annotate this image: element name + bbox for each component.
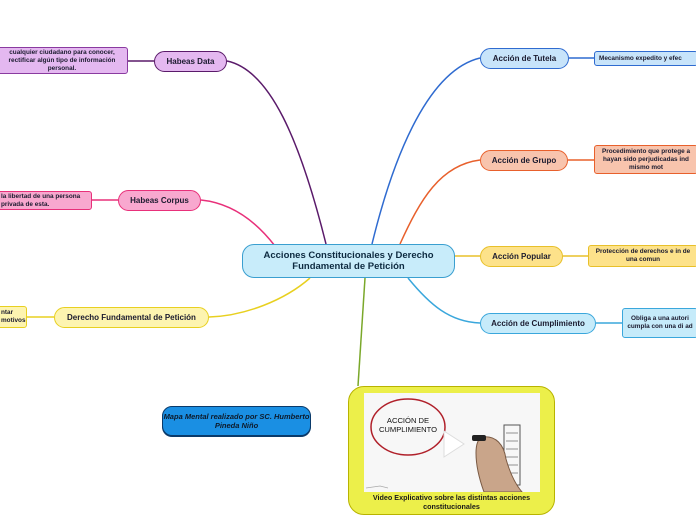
video-caption: Video Explicativo sobre las distintas ac… [372, 493, 531, 511]
detail-text: Mecanismo expedito y efec [599, 54, 682, 62]
detail-habeas-corpus[interactable]: la libertad de una persona privada de es… [0, 191, 92, 210]
hand-illustration [475, 436, 523, 492]
branch-accion-popular[interactable]: Acción Popular [480, 246, 563, 267]
detail-accion-grupo[interactable]: Procedimiento que protege a hayan sido p… [594, 145, 696, 174]
central-topic-label: Acciones Constitucionales y Derecho Fund… [263, 250, 434, 272]
detail-habeas-data[interactable]: cualquier ciudadano para conocer, rectif… [0, 47, 128, 74]
author-note-text: Mapa Mental realizado por SC. Humberto P… [163, 412, 310, 430]
link-central-habeas-corpus [200, 199, 276, 247]
detail-text: Protección de derechos e in de una comun [595, 248, 691, 263]
detail-text: Procedimiento que protege a hayan sido p… [601, 147, 691, 171]
branch-label: Acción de Cumplimiento [491, 319, 585, 328]
branch-accion-grupo[interactable]: Acción de Grupo [480, 150, 568, 171]
detail-accion-cumplimiento[interactable]: Obliga a una autori cumpla con una di ad [622, 308, 696, 338]
video-frame-title: ACCIÓN DE CUMPLIMIENTO [378, 416, 438, 434]
detail-text: la libertad de una persona privada de es… [1, 192, 81, 208]
link-central-cumplimiento [407, 277, 481, 324]
branch-label: Acción Popular [492, 252, 551, 261]
branch-accion-cumplimiento[interactable]: Acción de Cumplimiento [480, 313, 596, 334]
video-thumbnail[interactable]: ACCIÓN DE CUMPLIMIENTO [364, 393, 540, 492]
video-drawing [365, 398, 523, 492]
branch-habeas-corpus[interactable]: Habeas Corpus [118, 190, 201, 211]
link-central-grupo [399, 159, 481, 245]
detail-accion-popular[interactable]: Protección de derechos e in de una comun [588, 245, 696, 267]
video-node[interactable]: ACCIÓN DE CUMPLIMIENTO Video Explicativo… [348, 386, 555, 515]
detail-text: ntar motivos [1, 309, 26, 324]
branch-label: Habeas Corpus [130, 196, 189, 205]
branch-label: Acción de Tutela [492, 54, 557, 63]
detail-text: Obliga a una autori cumpla con una di ad [627, 315, 693, 330]
branch-derecho-peticion[interactable]: Derecho Fundamental de Petición [54, 307, 209, 328]
link-central-peticion [208, 277, 311, 318]
detail-derecho-peticion[interactable]: ntar motivos [0, 306, 27, 328]
link-central-video [357, 277, 366, 387]
author-note[interactable]: Mapa Mental realizado por SC. Humberto P… [162, 406, 311, 436]
detail-text: cualquier ciudadano para conocer, rectif… [8, 48, 116, 72]
link-central-tutela [371, 57, 481, 245]
detail-accion-tutela[interactable]: Mecanismo expedito y efec [594, 51, 696, 66]
link-central-habeas-data [226, 60, 327, 245]
central-topic[interactable]: Acciones Constitucionales y Derecho Fund… [242, 244, 455, 278]
branch-label: Derecho Fundamental de Petición [67, 313, 196, 322]
play-icon [443, 430, 465, 458]
branch-label: Habeas Data [166, 57, 215, 66]
branch-accion-tutela[interactable]: Acción de Tutela [480, 48, 569, 69]
branch-habeas-data[interactable]: Habeas Data [154, 51, 227, 72]
branch-label: Acción de Grupo [491, 156, 557, 165]
